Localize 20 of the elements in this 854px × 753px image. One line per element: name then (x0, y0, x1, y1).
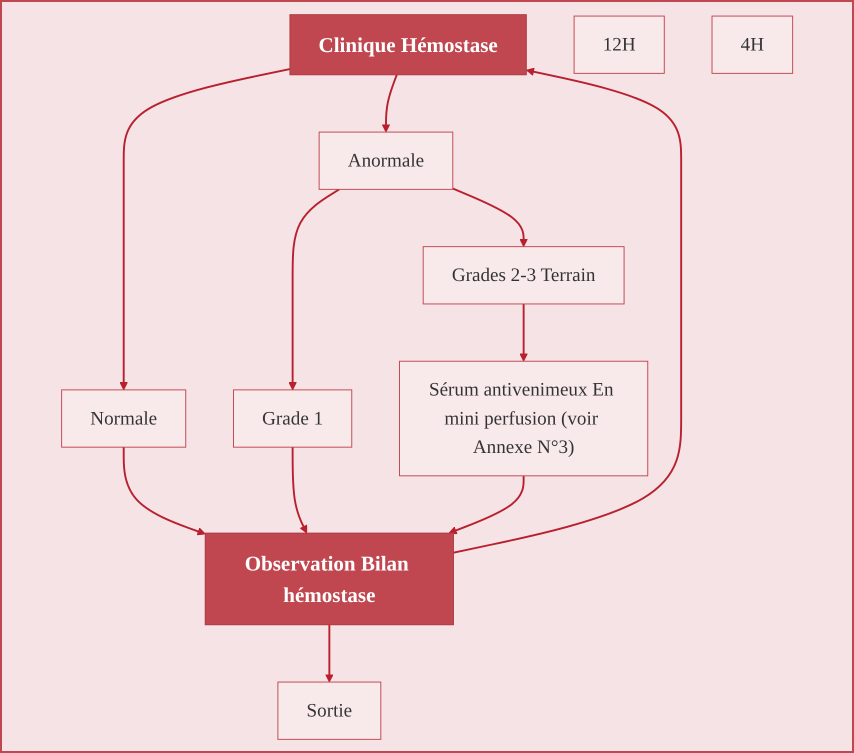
arrow (452, 187, 528, 247)
arrow (448, 475, 524, 534)
node-box: Sérum antivenimeux En mini perfusion (voir Annexe N°3) (398, 360, 648, 476)
node-box: Anormale (318, 131, 454, 190)
node-box: Observation Bilan hémostase (204, 532, 454, 625)
arrow (288, 188, 340, 390)
node-box: 12H (573, 15, 665, 74)
node-box: Grades 2-3 Terrain (422, 246, 624, 304)
arrow (325, 624, 334, 682)
node-box: Grade 1 (232, 388, 352, 448)
node-box: 4H (711, 15, 793, 74)
arrow (519, 303, 528, 362)
node-box: Normale (61, 388, 186, 448)
node-box: Clinique Hémostase (289, 14, 527, 75)
arrow (292, 446, 308, 533)
arrow (453, 67, 682, 554)
node-box: Sortie (277, 681, 382, 740)
arrow (122, 446, 206, 535)
arrow (382, 74, 398, 132)
arrow (119, 68, 290, 390)
